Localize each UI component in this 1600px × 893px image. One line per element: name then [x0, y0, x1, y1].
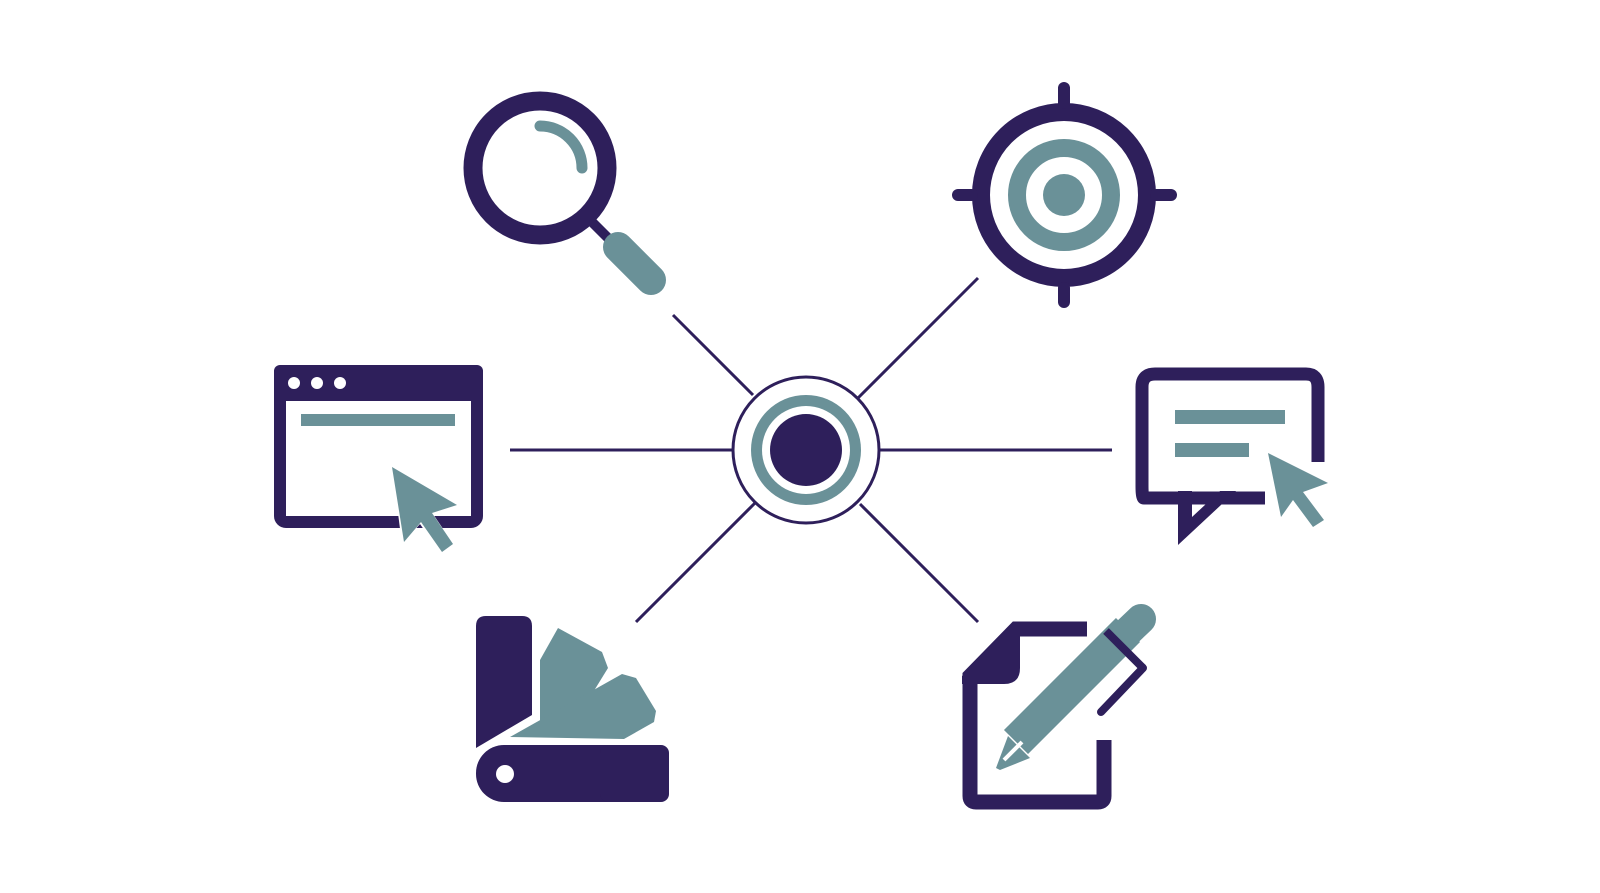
- connector-palette: [634, 501, 757, 624]
- chat-bubble-click-icon: [1135, 367, 1330, 545]
- magnifying-glass-icon: [463, 91, 666, 295]
- connector-search: [671, 313, 755, 397]
- connectors: [510, 276, 1112, 624]
- crosshair-target-icon: [952, 82, 1177, 308]
- connector-target: [856, 276, 980, 400]
- connector-edit: [858, 502, 980, 624]
- browser-window-click-icon: [274, 365, 483, 554]
- hub-node-icon: [731, 375, 881, 525]
- edit-document-pencil-icon: [962, 604, 1156, 810]
- color-swatch-palette-icon: [476, 616, 669, 802]
